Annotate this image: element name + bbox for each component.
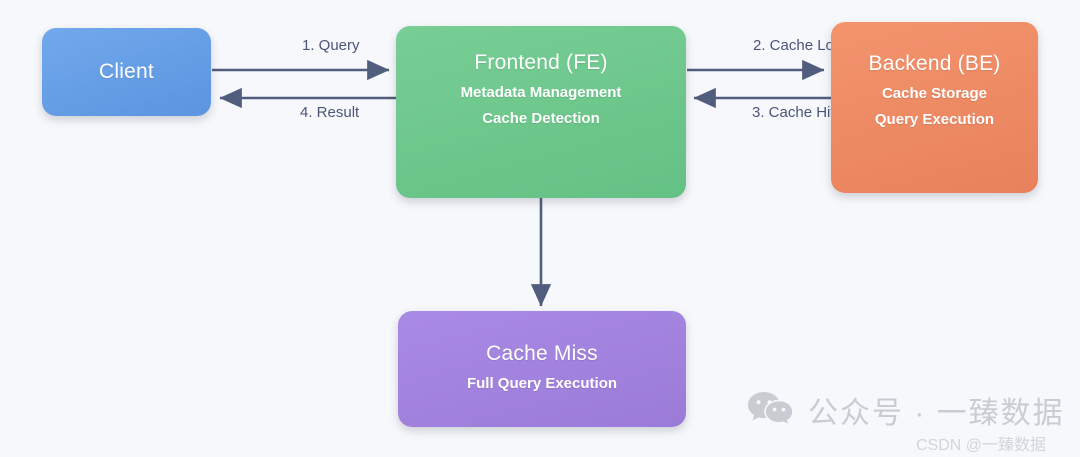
node-frontend-title: Frontend (FE) [474,51,608,74]
watermark-text: 公众号 · 一臻数据 [808,397,1065,430]
watermark: 公众号 · 一臻数据 [748,388,1065,432]
node-cache-miss-subtitle-1: Full Query Execution [466,375,618,392]
edge-label-result: 4. Result [300,104,360,121]
node-backend-subtitle-1: Cache Storage [881,85,988,102]
node-client[interactable]: Client [42,28,211,116]
edge-label-query: 1. Query [302,37,360,54]
node-backend[interactable]: Backend (BE) Cache Storage Query Executi… [831,22,1038,193]
node-cache-miss[interactable]: Cache Miss Full Query Execution [398,311,686,427]
node-frontend[interactable]: Frontend (FE) Metadata Management Cache … [396,26,686,198]
node-cache-miss-title: Cache Miss [486,342,598,365]
wechat-icon [748,390,794,431]
watermark-subtext: CSDN @一臻数据 [916,437,1047,454]
edge-label-cache-hit: 3. Cache Hit [752,104,835,121]
node-backend-subtitle-2: Query Execution [874,111,995,128]
node-frontend-subtitle-2: Cache Detection [482,110,600,127]
node-backend-title: Backend (BE) [868,52,1001,75]
node-client-title: Client [99,60,154,83]
node-frontend-subtitle-1: Metadata Management [460,84,622,101]
